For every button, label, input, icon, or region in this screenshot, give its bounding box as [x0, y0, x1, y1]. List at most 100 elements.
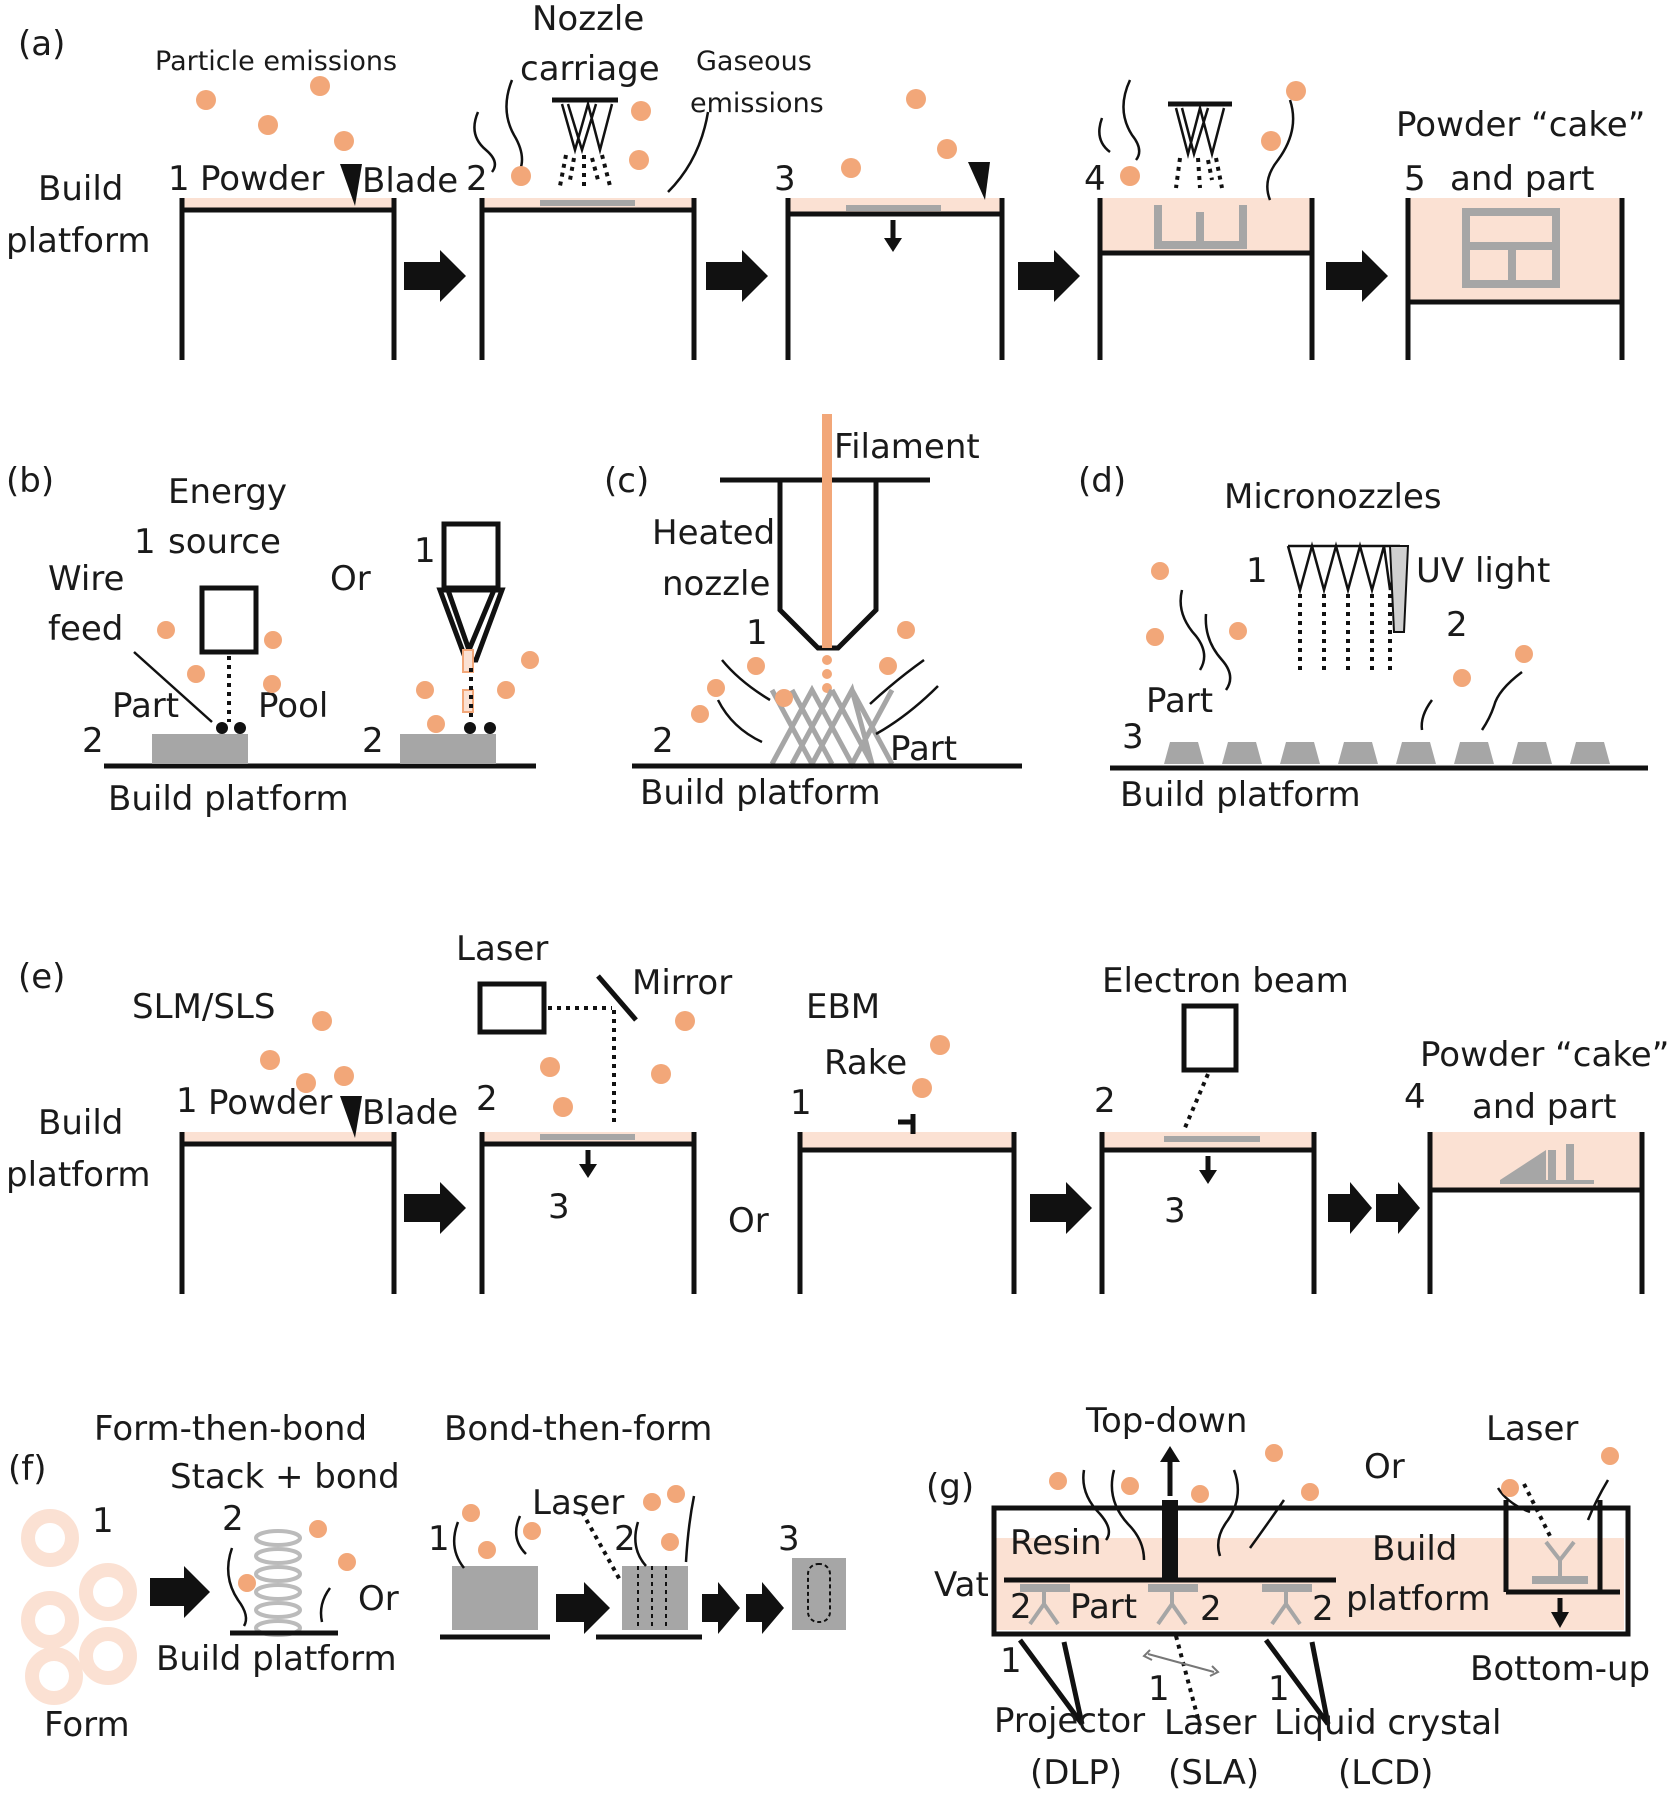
a1-powder-layer — [182, 198, 394, 210]
a4-part-shape — [1154, 205, 1247, 249]
g-fume-line — [1496, 1487, 1531, 1514]
e2-laser-beam — [548, 1006, 616, 1126]
a2-nozzle-label-1: Nozzle — [532, 0, 644, 39]
a2-gaseous-label-1: Gaseous — [696, 46, 812, 77]
f-laser-beam — [580, 1511, 622, 1581]
b-particle — [264, 631, 282, 649]
b-particle — [497, 681, 515, 699]
d-fume-line — [1480, 671, 1523, 731]
c-extrude-dot — [822, 655, 832, 665]
a2-particle — [631, 101, 651, 121]
e-slm-step-2: 2 3 Laser Mirror — [456, 929, 732, 1294]
c-heated-label-2: nozzle — [662, 564, 770, 604]
a4-step-number: 4 — [1084, 159, 1106, 199]
e4-step-3: 3 — [1164, 1191, 1186, 1231]
e-ebm-step-2: Electron beam 2 3 — [1094, 961, 1349, 1294]
c-heated-label-1: Heated — [652, 513, 775, 553]
g-projector-label-1: Projector — [994, 1701, 1145, 1741]
b-particle — [427, 715, 445, 733]
d-particle — [1146, 628, 1164, 646]
e5-cake-label-2: and part — [1472, 1087, 1617, 1127]
a2-gaseous-leader — [667, 111, 710, 193]
g-td-platform-shaft — [1162, 1500, 1178, 1582]
a2-part-layer — [540, 200, 635, 206]
a1-platform — [179, 198, 397, 360]
a3-particle — [937, 139, 957, 159]
f-fume-line — [634, 1521, 647, 1567]
c-fume-line — [875, 685, 939, 736]
e2-platform — [479, 1132, 697, 1294]
f-tube-shape — [807, 1563, 831, 1623]
b-energy-label-2: source — [168, 522, 281, 562]
g-step-1a: 1 — [1000, 1641, 1022, 1681]
f-fume-line — [514, 1515, 527, 1555]
b-part-2 — [400, 734, 496, 764]
e5-step-4: 4 — [1404, 1077, 1426, 1117]
e-build-label-2: platform — [6, 1155, 150, 1195]
e-arrow-2 — [1030, 1182, 1092, 1234]
a-step-4: 4 — [1084, 79, 1315, 360]
e-slm-label: SLM/SLS — [132, 987, 275, 1027]
a2-particle — [511, 166, 531, 186]
f-ring-forms — [21, 1509, 137, 1705]
e2-particle — [675, 1011, 695, 1031]
f-step-1b: 1 — [428, 1519, 450, 1559]
a2-fume-line — [505, 79, 524, 171]
e4-electron-beam — [1182, 1073, 1210, 1131]
a5-cake-label-2: and part — [1450, 159, 1595, 199]
f-particle — [309, 1520, 327, 1538]
a1-powder-label: Powder — [200, 159, 324, 199]
d-micronozzles-label: Micronozzles — [1224, 477, 1442, 517]
a1-particle — [310, 76, 330, 96]
g-sla-laser-beam — [1174, 1635, 1202, 1727]
b-step-1a: 1 — [134, 522, 156, 562]
panel-f-tag: (f) — [8, 1449, 47, 1489]
g-up-arrow-icon — [1160, 1446, 1180, 1462]
panel-e-tag: (e) — [18, 957, 65, 997]
e1-step-number: 1 — [176, 1081, 198, 1121]
b-step-2b: 2 — [362, 721, 384, 761]
a-step-1: 1 Powder Blade — [168, 76, 458, 360]
g-projector-icon — [1017, 1638, 1085, 1726]
d-micronozzle-array-icon — [1286, 541, 1402, 672]
f-arrow-2 — [556, 1582, 610, 1634]
a2-nozzle-carriage-icon — [552, 97, 618, 187]
b-part-label: Part — [112, 686, 179, 726]
g-step-2b: 2 — [1200, 1589, 1222, 1629]
f-arrow-3a — [702, 1582, 740, 1634]
e5-platform — [1427, 1132, 1645, 1294]
f-particle — [643, 1493, 661, 1511]
d-particle — [1229, 622, 1247, 640]
f-stack-bond-label: Stack + bond — [170, 1457, 400, 1497]
d-particle — [1453, 669, 1471, 687]
f-laser-label: Laser — [532, 1483, 624, 1523]
b-particle — [263, 675, 281, 693]
a5-cake-label-1: Powder “cake” — [1396, 105, 1645, 145]
e5-part-ramp — [1500, 1150, 1546, 1180]
g-build-label-1: Build — [1372, 1529, 1457, 1569]
g-or-label: Or — [1364, 1447, 1405, 1487]
b-pool-dot — [234, 722, 246, 734]
e3-platform — [797, 1132, 1017, 1294]
a-arrow-1 — [404, 250, 466, 302]
g-bu-part-base — [1532, 1576, 1588, 1584]
b-particle — [416, 681, 434, 699]
e1-platform — [179, 1132, 397, 1294]
panel-b: (b) Energy 1 source Wire feed Or Part Po… — [6, 461, 539, 819]
f-form-label: Form — [44, 1705, 130, 1745]
c-build-platform-label: Build platform — [640, 773, 881, 813]
g-fume-line — [1248, 1499, 1286, 1549]
e3-powder-layer — [800, 1132, 1014, 1150]
a4-nozzle-carriage-icon — [1168, 101, 1232, 189]
e3-step-number: 1 — [790, 1083, 812, 1123]
g-down-arrow-icon — [1551, 1612, 1569, 1628]
b-wire-feed — [133, 651, 213, 723]
a1-particle — [258, 115, 278, 135]
f-cut-stack — [622, 1566, 688, 1630]
g-laser-label: Laser — [1486, 1409, 1578, 1449]
e2-laser-label: Laser — [456, 929, 548, 969]
panel-f: (f) Form-then-bond Stack + bond Bond-the… — [8, 1409, 846, 1745]
a2-platform — [479, 198, 697, 360]
a4-particle — [1286, 81, 1306, 101]
a-step-2: 2 Nozzle carriage Gaseous emissions — [466, 0, 824, 360]
